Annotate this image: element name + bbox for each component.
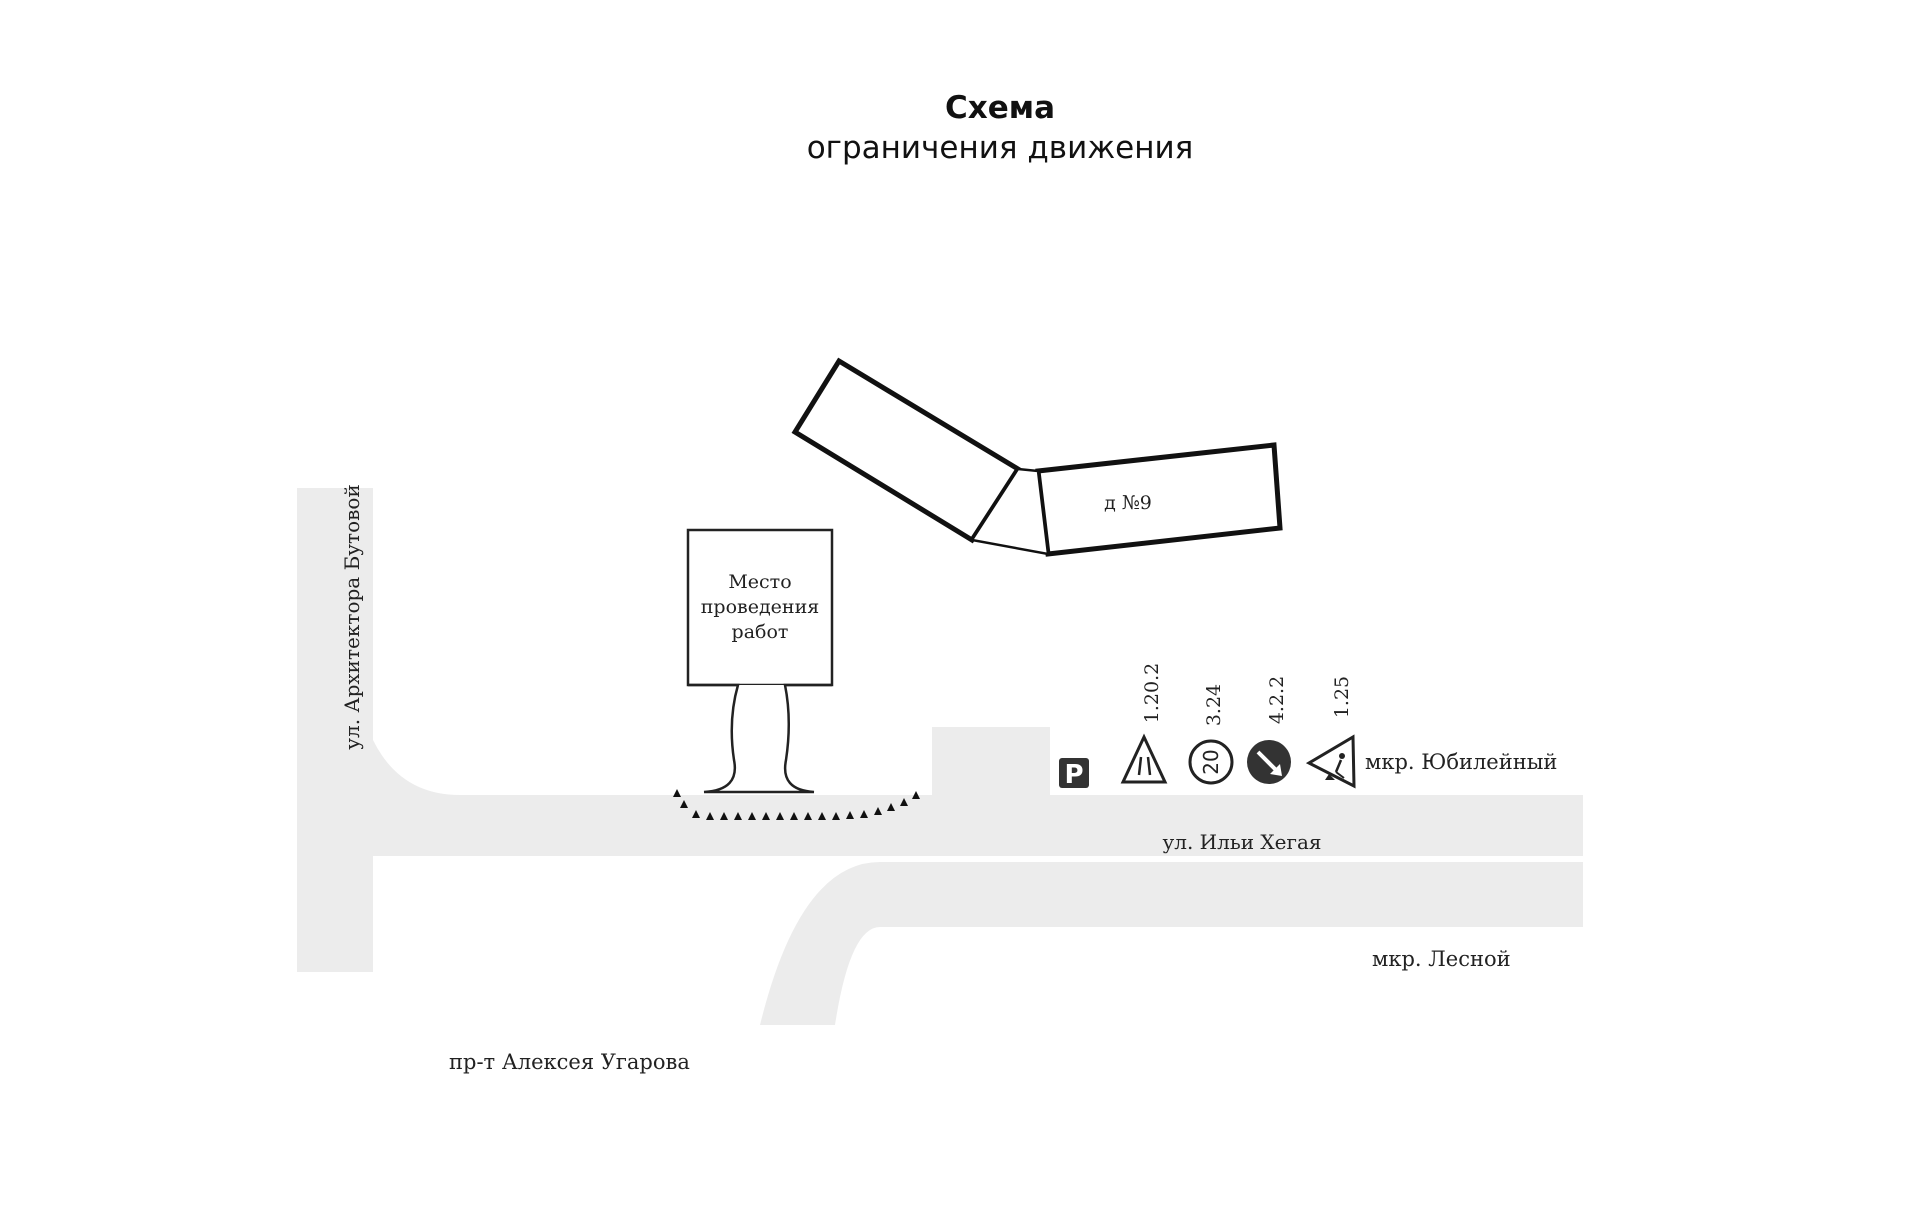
work-site-label-line-3: работ [732, 621, 789, 643]
speed-limit-sign-icon: 20 [1188, 739, 1234, 785]
sign-code-1-20-2: 1.20.2 [1141, 663, 1163, 723]
road-ilyi-khegaya-north [373, 740, 1583, 856]
roads [297, 488, 1583, 1025]
road-ilyi-khegaya-south [760, 862, 1583, 1025]
building-9 [791, 357, 1283, 557]
street-label-alekseya-ugarova: пр-т Алексея Угарова [449, 1050, 690, 1074]
cone [692, 810, 700, 818]
work-site-label-line-1: Место [728, 571, 791, 593]
building-9-wing-east [1035, 442, 1283, 557]
cone [846, 811, 854, 819]
cone [748, 812, 756, 820]
street-label-arkhitektora-butovoy: ул. Архитектора Бутовой [340, 484, 364, 750]
building-9-label: д №9 [1104, 492, 1152, 514]
cone [860, 810, 868, 818]
cone [673, 789, 681, 797]
cone [818, 812, 826, 820]
building-9-wing-west [791, 357, 1022, 544]
building-9-link [969, 467, 1050, 556]
speed-limit-value: 20 [1199, 749, 1223, 774]
work-site [686, 528, 834, 794]
road-works-sign-icon [1305, 734, 1356, 789]
cone [706, 812, 714, 820]
parking-sign-label: P [1064, 760, 1083, 790]
cone [680, 800, 688, 808]
cone [900, 798, 908, 806]
sign-code-4-2-2: 4.2.2 [1266, 676, 1288, 724]
parking-stub [932, 727, 1050, 797]
work-site-label-line-2: проведения [701, 596, 819, 618]
district-label-lesnoy: мкр. Лесной [1372, 947, 1511, 971]
road-narrows-sign-icon [1120, 733, 1168, 784]
cone [776, 812, 784, 820]
road-arkhitektora-butovoy [297, 488, 373, 972]
fencing-cones [673, 789, 920, 820]
cone [804, 812, 812, 820]
sign-code-3-24: 3.24 [1203, 684, 1225, 726]
cone [762, 812, 770, 820]
cone [790, 812, 798, 820]
cone [874, 807, 882, 815]
page-title: Схема [944, 90, 1056, 126]
cone [734, 812, 742, 820]
keep-left-sign-icon [1247, 740, 1291, 784]
cone [912, 791, 920, 799]
page-subtitle: ограничения движения [806, 130, 1194, 166]
cone [720, 812, 728, 820]
cone [832, 812, 840, 820]
street-label-ilyi-khegaya: ул. Ильи Хегая [1162, 830, 1321, 854]
district-label-yubileyny: мкр. Юбилейный [1365, 750, 1557, 774]
cone [887, 803, 895, 811]
work-site-access [688, 683, 832, 794]
parking-sign-icon: P [1059, 758, 1089, 790]
sign-code-1-25: 1.25 [1331, 676, 1353, 718]
